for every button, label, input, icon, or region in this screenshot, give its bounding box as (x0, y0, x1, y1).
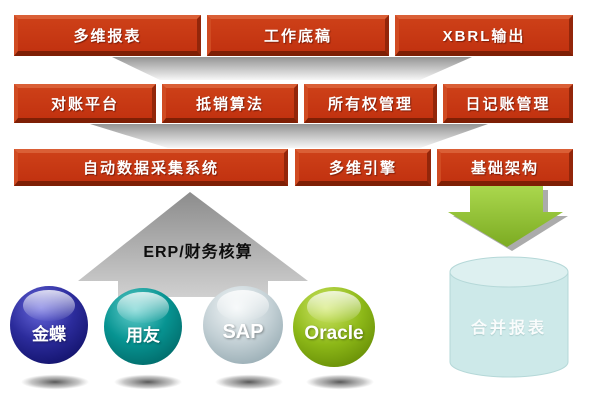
row2-drop-shadow (90, 124, 488, 148)
sphere-gloss-highlight (306, 291, 362, 323)
sphere-shadow-kingdee (21, 374, 89, 390)
sphere-shadow-yonyou (114, 374, 182, 390)
layer-bar-multidim-reports: 多维报表 (14, 15, 201, 56)
sphere-shadow-sap (215, 374, 283, 390)
layer-bar-ownership-management: 所有权管理 (304, 84, 437, 123)
layer-bar-elimination-algorithm: 抵销算法 (162, 84, 298, 123)
layer-bar-working-papers: 工作底稿 (207, 15, 389, 56)
sphere-yonyou: 用友 (104, 288, 182, 365)
database-cylinder-body (449, 271, 569, 378)
up-arrow (78, 192, 308, 297)
sphere-label: 用友 (126, 326, 160, 345)
down-arrow (448, 185, 563, 247)
sphere-gloss-highlight (23, 289, 75, 322)
sphere-shadow-oracle (306, 374, 374, 390)
layer-bar-multidim-engine: 多维引擎 (295, 149, 431, 186)
up-arrow-label: ERP/财务核算 (143, 244, 253, 261)
layer-bar-infrastructure: 基础架构 (437, 149, 573, 186)
sphere-oracle: Oracle (293, 287, 375, 367)
sphere-gloss-highlight (216, 289, 270, 322)
layer-bar-journal-management: 日记账管理 (443, 84, 573, 123)
sphere-gloss-highlight (117, 291, 169, 323)
row1-drop-shadow (112, 57, 472, 80)
sphere-sap: SAP (203, 286, 283, 364)
database-label: 合并报表 (470, 320, 547, 337)
layer-bar-reconciliation-platform: 对账平台 (14, 84, 156, 123)
sphere-label: 金蝶 (32, 324, 66, 344)
sphere-label: Oracle (304, 323, 364, 344)
database-cylinder-top (449, 256, 569, 288)
layer-bar-xbrl-output: XBRL输出 (395, 15, 573, 56)
sphere-label: SAP (222, 320, 264, 343)
sphere-kingdee: 金蝶 (10, 286, 88, 364)
layer-bar-auto-data-collection: 自动数据采集系统 (14, 149, 288, 186)
